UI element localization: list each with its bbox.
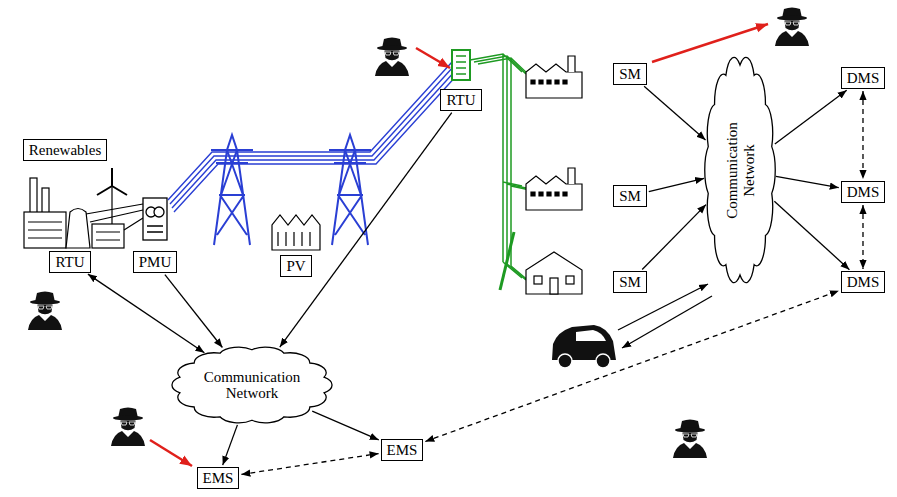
transmission-lines — [168, 62, 458, 212]
attack-arrow — [150, 24, 768, 466]
device-label: EMS — [387, 441, 418, 459]
connector — [642, 205, 706, 270]
device-box: PMU — [133, 251, 178, 273]
connector — [165, 275, 223, 348]
network-cloud: Communication Network — [703, 45, 777, 295]
device-label: RTU — [55, 253, 84, 271]
connector — [223, 425, 238, 465]
connector — [312, 411, 379, 440]
cloud-outline — [172, 347, 332, 423]
device-label: RTU — [446, 91, 475, 109]
connector — [862, 205, 863, 269]
device-label: SM — [619, 65, 641, 83]
pv-plant — [272, 215, 320, 250]
connector — [425, 291, 839, 442]
factory-icon — [526, 56, 582, 98]
factory-icon — [526, 168, 582, 210]
cloud-outline — [705, 57, 776, 282]
connector — [775, 90, 847, 144]
connector — [241, 454, 378, 475]
rtu-transformer — [452, 50, 470, 80]
device-label: PMU — [139, 253, 172, 271]
electric-car — [552, 325, 616, 368]
device-box: SM — [613, 271, 647, 293]
device-box: SM — [613, 63, 647, 85]
network-cloud: Communication Network — [168, 343, 336, 427]
device-box: EMS — [197, 467, 240, 489]
connector — [644, 86, 705, 140]
device-box: RTU — [440, 89, 481, 111]
device-label: PV — [286, 257, 305, 275]
device-box: DMS — [841, 271, 886, 293]
connector — [88, 274, 204, 353]
device-label: EMS — [203, 469, 234, 487]
device-label: DMS — [847, 273, 880, 291]
device-box: SM — [613, 185, 647, 207]
connector — [862, 91, 863, 179]
network-label: Communication Network — [187, 369, 317, 402]
device-box: DMS — [841, 67, 886, 89]
device-box: PV — [280, 255, 311, 277]
transformer-windings — [456, 56, 466, 74]
device-box: EMS — [381, 439, 424, 461]
connector — [774, 201, 849, 269]
attacker-icon — [28, 8, 809, 459]
connector — [280, 113, 452, 347]
device-label: DMS — [847, 69, 880, 87]
ev-link — [618, 284, 712, 348]
transformer-icon — [143, 198, 167, 240]
utility-pole — [500, 232, 514, 290]
network-label: Communication Network — [724, 110, 757, 230]
device-label: DMS — [847, 183, 880, 201]
connector — [649, 178, 704, 191]
connector — [776, 176, 839, 187]
device-box: RTU — [49, 251, 90, 273]
power-plant — [24, 168, 143, 248]
device-box: Renewables — [23, 139, 107, 161]
house-icon — [526, 252, 582, 294]
device-label: SM — [619, 187, 641, 205]
device-label: Renewables — [29, 141, 101, 159]
device-box: DMS — [841, 181, 886, 203]
device-label: SM — [619, 273, 641, 291]
